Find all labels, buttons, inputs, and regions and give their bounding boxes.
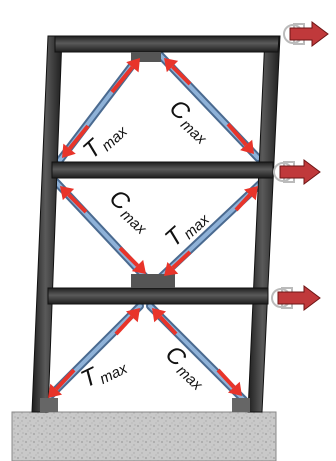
force-arrow-shaft: [67, 193, 88, 214]
force-arrow-shaft: [110, 65, 134, 94]
force-arrow-icon: [62, 143, 76, 158]
label-story1-right: Cmax: [159, 340, 214, 394]
force-arrow-shaft: [226, 122, 248, 147]
lateral-load-arrow-icon: [289, 21, 329, 47]
force-arrow-icon: [164, 261, 179, 276]
force-arrow-icon: [240, 139, 254, 154]
third-floor-beam: [51, 161, 274, 179]
right-column: [247, 35, 281, 413]
roof-beam: [54, 35, 280, 53]
force-arrow-icon: [164, 58, 179, 73]
force-arrow-icon: [60, 186, 75, 201]
force-arrow-s1l-top: [114, 308, 140, 336]
force-arrow-shaft: [54, 368, 76, 391]
lateral-load-arrow-icon: [277, 285, 321, 311]
force-arrows: [48, 58, 258, 398]
gusset-plates: [40, 52, 250, 412]
force-arrow-icon: [48, 383, 63, 398]
force-arrow-s2r-top: [234, 186, 258, 212]
force-arrow-shaft: [118, 246, 139, 267]
force-arrow-s3l-top: [110, 58, 140, 94]
force-arrow-s2r-bot: [164, 250, 192, 276]
force-arrow-icon: [131, 259, 146, 274]
label-story2-left: Cmax: [103, 184, 158, 238]
lateral-load-floor3: [273, 159, 321, 185]
force-arrow-s1r-bot: [216, 368, 242, 396]
force-arrow-shaft: [171, 250, 192, 270]
force-arrow-icon: [243, 186, 258, 201]
braces: [40, 51, 266, 406]
force-arrow-s3r-bot: [226, 122, 254, 154]
force-arrow-s2l-bot: [118, 246, 146, 274]
force-arrow-s1r-top: [152, 308, 178, 336]
gusset-base-left: [40, 398, 58, 412]
foundation: [11, 411, 277, 461]
force-arrow-icon: [126, 58, 140, 73]
gusset-base-right: [232, 398, 250, 412]
force-arrow-shaft: [234, 193, 252, 212]
force-arrow-s2l-top: [60, 186, 88, 214]
force-arrow-shaft: [68, 124, 90, 150]
frame: [31, 35, 281, 413]
lateral-loads: [271, 21, 329, 311]
label-story3-right: Cmax: [163, 94, 218, 148]
lateral-load-arrow-icon: [279, 159, 321, 185]
left-column: [31, 35, 63, 413]
label-story2-right: Tmax: [160, 202, 213, 254]
lateral-load-floor2: [271, 285, 321, 311]
force-arrow-shaft: [114, 315, 134, 336]
force-arrow-icon: [227, 381, 242, 396]
force-arrow-shaft: [171, 65, 192, 86]
second-floor-beam: [47, 287, 269, 305]
gusset-roof-mid: [131, 52, 161, 62]
force-arrow-s3r-top: [164, 58, 192, 86]
gusset-floor2-mid: [131, 274, 175, 288]
force-arrow-icon: [152, 308, 167, 323]
lateral-load-roof: [283, 21, 329, 47]
force-arrow-s3l-bot: [62, 124, 90, 158]
force-arrow-icon: [125, 308, 140, 323]
force-arrow-shaft: [216, 368, 236, 389]
force-arrow-shaft: [158, 315, 178, 336]
force-arrow-s1l-bot: [48, 368, 76, 398]
